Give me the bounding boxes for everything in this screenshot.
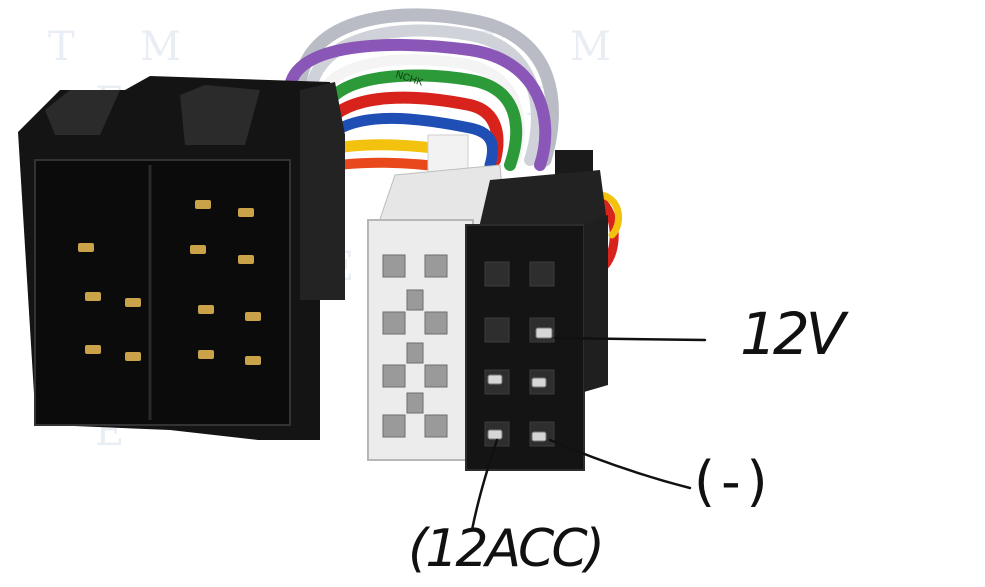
- pin: [125, 298, 141, 307]
- black-connector-body: [465, 224, 585, 471]
- wire-purple: [283, 38, 552, 171]
- black-connector-side: [584, 215, 608, 392]
- label-ground: (-): [694, 450, 774, 513]
- pin: [85, 292, 101, 301]
- label-acc: (12ACC): [408, 519, 602, 579]
- cavity: [424, 414, 448, 438]
- cavity: [382, 254, 406, 278]
- cavity: [529, 261, 555, 287]
- annotation-lines: [470, 336, 707, 532]
- cavity-center: [406, 392, 424, 414]
- wire-blue: [324, 112, 498, 171]
- iso-pins: [78, 200, 261, 365]
- pin: [198, 350, 214, 359]
- pin: [190, 245, 206, 254]
- iso-connector-top-tab-right: [180, 85, 260, 145]
- white-connector-cavities: [382, 254, 448, 438]
- iso-connector-side: [300, 82, 345, 300]
- cavity: [382, 364, 406, 388]
- black-connector-top: [478, 170, 608, 232]
- watermark-letter-t1: T: [48, 24, 75, 70]
- cavity: [424, 311, 448, 335]
- line-12v: [553, 336, 707, 342]
- pin: [85, 345, 101, 354]
- wire-green: [319, 69, 523, 171]
- pin: [195, 200, 211, 209]
- wire-red: [319, 91, 504, 166]
- pin: [245, 312, 261, 321]
- pin: [245, 356, 261, 365]
- cavity: [484, 261, 510, 287]
- black-connector-pins: [487, 327, 553, 442]
- watermark-letter-m2: M: [570, 24, 611, 70]
- wire-right-yellow: [598, 191, 623, 239]
- line-acc: [470, 438, 499, 532]
- pin: [487, 374, 503, 385]
- pin: [238, 255, 254, 264]
- cavity: [382, 414, 406, 438]
- cavity: [424, 364, 448, 388]
- pin: [78, 243, 94, 252]
- wire-grey: [292, 8, 559, 167]
- cavity: [424, 254, 448, 278]
- cavity: [382, 311, 406, 335]
- black-connector-small: [465, 150, 608, 471]
- iso-connector-large: [18, 76, 345, 440]
- pin-12v: [535, 327, 553, 339]
- cavity-center: [406, 342, 424, 364]
- watermark-letter-m1: M: [140, 24, 181, 70]
- iso-connector-top-tab-left: [45, 90, 120, 135]
- pin: [198, 305, 214, 314]
- line-ground: [548, 438, 692, 490]
- white-connector: [367, 134, 506, 461]
- cavity: [484, 317, 510, 343]
- iso-connector-face: [34, 159, 291, 426]
- pin-ground: [531, 431, 547, 442]
- label-12v: 12V: [740, 300, 850, 368]
- pin: [238, 208, 254, 217]
- black-connector-cavities: [484, 261, 555, 447]
- cavity-center: [406, 289, 424, 311]
- pin: [125, 352, 141, 361]
- pin: [531, 377, 547, 388]
- pin-acc: [487, 429, 503, 440]
